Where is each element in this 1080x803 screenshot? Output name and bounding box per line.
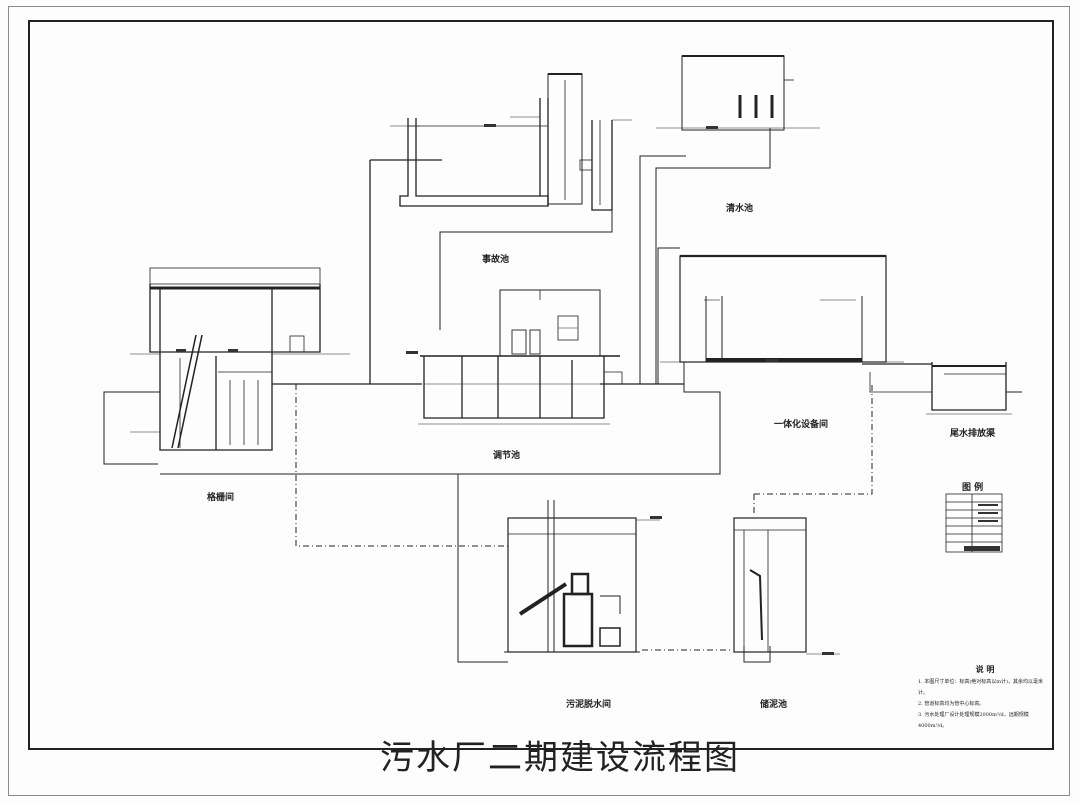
legend-title: 图 例 (962, 483, 984, 493)
notes-title: 说 明 (975, 664, 995, 674)
note-item: 1. 本图尺寸单位：标高(绝对标高以m计)，其余均以毫米计。 (918, 679, 1044, 696)
label-tailwater-outlet: 尾水排放渠 (950, 429, 996, 439)
notes-block: 说 明 1. 本图尺寸单位：标高(绝对标高以m计)，其余均以毫米计。 2. 管道… (918, 664, 1052, 732)
tailwater-outlet-structure (926, 362, 1022, 415)
label-screen-well: 格栅间 (207, 493, 235, 503)
integrated-equipment-structure (296, 254, 904, 475)
clear-water-room-structure (656, 55, 820, 131)
label-clear-water-tank: 清水池 (726, 204, 754, 214)
label-integrated-equipment-room: 一体化设备间 (774, 420, 829, 430)
label-sludge-tank: 储泥池 (760, 700, 788, 710)
drawing-frame (28, 20, 1054, 750)
equalization-tank-structure (418, 289, 623, 425)
sludge-dewatering-structure (504, 500, 660, 653)
screen-well-structure (130, 267, 350, 451)
outer-border (8, 6, 1070, 796)
note-item: 3. 污水处理厂设计处理规模2000m³/d，远期规模4000m³/d。 (918, 712, 1029, 729)
label-equalization-tank: 调节池 (493, 451, 521, 461)
legend-box (945, 493, 1003, 553)
label-sludge-dewatering-room: 污泥脱水间 (566, 700, 612, 710)
note-item: 2. 管道标高均为管中心标高。 (918, 701, 985, 707)
label-accident-pool: 事故池 (482, 255, 510, 265)
sludge-tank-structure (733, 517, 840, 663)
accident-pool-structure (390, 73, 632, 211)
drawing-title: 污水厂二期建设流程图 (380, 738, 740, 778)
